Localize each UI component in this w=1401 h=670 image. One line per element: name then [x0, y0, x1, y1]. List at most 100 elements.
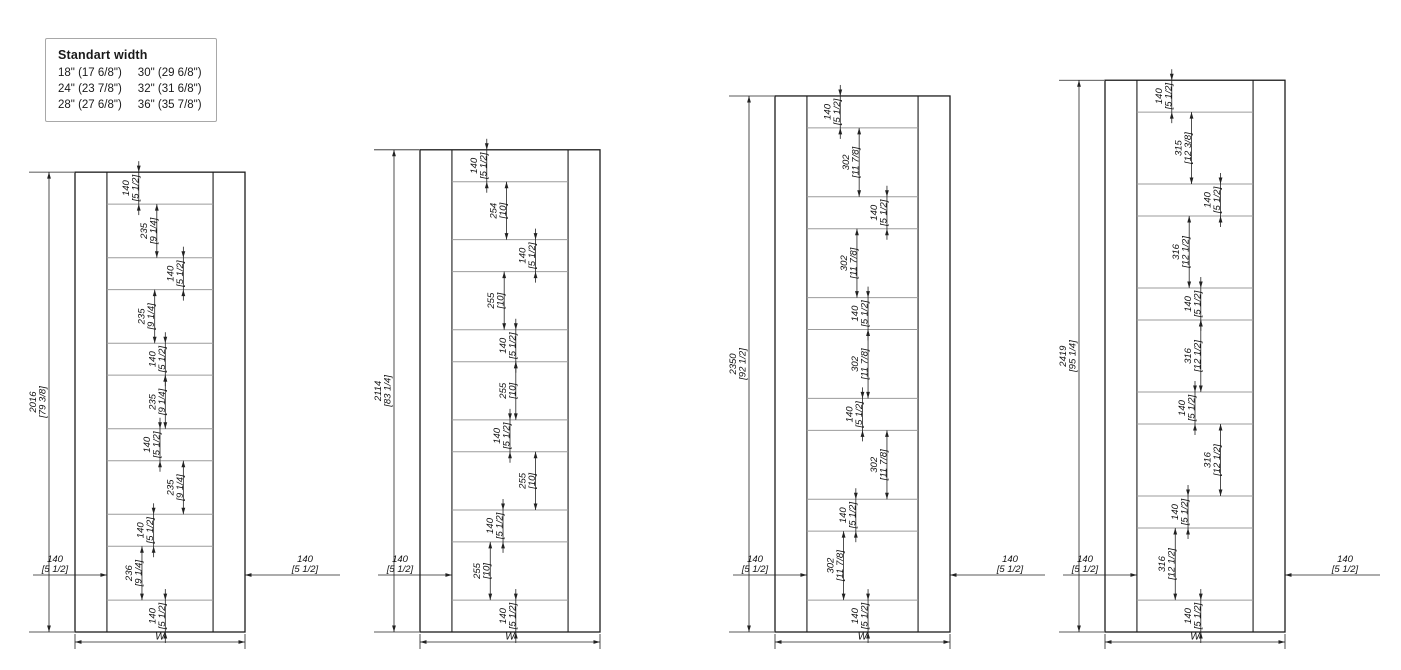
- dim-label: 140[5 1/2]: [741, 554, 769, 575]
- dim-label: 2114[83 1/4]: [373, 375, 394, 408]
- dim-label: 140[5 1/2]: [165, 260, 186, 288]
- dimension-arrowhead: [885, 190, 889, 197]
- dimension-arrowhead: [1173, 527, 1178, 535]
- dimension-arrowhead: [857, 190, 862, 197]
- dimension-arrowhead: [885, 492, 889, 500]
- width-label: W: [1190, 632, 1201, 643]
- dim-label: 254[10]: [489, 202, 510, 219]
- dimension-arrowhead: [838, 127, 843, 135]
- dim-label: 255[10]: [472, 562, 493, 580]
- dimension-arrowhead: [1189, 177, 1194, 185]
- dimension-arrowhead: [1186, 489, 1190, 497]
- dim-label: 302[11 7/8]: [869, 449, 890, 481]
- dimension-arrowhead: [857, 127, 862, 135]
- frame-outline: [419, 149, 601, 633]
- dim-label: 316[12 1/2]: [1183, 340, 1204, 373]
- dimension-arrowhead: [866, 391, 870, 399]
- dimension-arrowhead: [841, 531, 846, 538]
- dimension-arrowhead: [75, 640, 82, 644]
- dimension-arrowhead: [100, 573, 107, 577]
- dimension-arrowhead: [488, 593, 493, 601]
- dim-label: 302[11 7/8]: [850, 348, 871, 380]
- dim-label: 255[10]: [486, 292, 507, 310]
- dimension-arrowhead: [1218, 423, 1223, 431]
- dimension-arrowhead: [154, 204, 159, 211]
- dim-label: 2016[79 3/8]: [28, 386, 49, 419]
- dimension-arrowhead: [866, 593, 870, 601]
- dim-label: 140[5 1/2]: [485, 512, 506, 540]
- dimension-arrowhead: [1187, 281, 1192, 289]
- dimension-arrowhead: [152, 336, 157, 344]
- dim-label: 140[5 1/2]: [1071, 554, 1099, 575]
- dim-label: 140[5 1/2]: [845, 401, 866, 429]
- legend-size: 24" (23 7/8"): [58, 83, 122, 95]
- frame-drawing-frame-2350: 140[5 1/2]302[11 7/8]140[5 1/2]302[11 7/…: [728, 84, 1045, 649]
- dim-label: 255[10]: [518, 472, 539, 490]
- dimension-arrowhead: [1193, 423, 1197, 431]
- dimension-arrowhead: [1278, 640, 1285, 644]
- dimension-arrowhead: [1198, 319, 1203, 327]
- dimension-arrowhead: [747, 95, 751, 103]
- dim-label: 316[12 1/2]: [1203, 444, 1224, 477]
- dimension-arrowhead: [484, 143, 489, 150]
- dim-label: 140[5 1/2]: [1177, 394, 1198, 422]
- frame-drawing-frame-2419: 140[5 1/2]315[12 3/8]140[5 1/2]316[12 1/…: [1058, 69, 1380, 649]
- dimension-arrowhead: [1218, 489, 1223, 497]
- dim-label: 302[11 7/8]: [839, 247, 860, 279]
- dimension-arrowhead: [533, 233, 538, 240]
- dim-label: 2350[92 1/2]: [728, 348, 749, 381]
- dimension-arrowhead: [1169, 73, 1174, 81]
- dimension-arrowhead: [163, 422, 168, 429]
- dimension-arrowhead: [508, 451, 512, 459]
- dimension-arrowhead: [1169, 112, 1174, 119]
- width-label: W: [858, 632, 869, 643]
- dimension-arrowhead: [1187, 215, 1192, 223]
- dim-label: 2419[95 1/4]: [1058, 340, 1079, 373]
- legend-size: 32" (31 6/8"): [137, 83, 202, 95]
- dimension-arrowhead: [488, 541, 493, 549]
- dimension-arrowhead: [860, 391, 865, 399]
- dimension-arrowhead: [1105, 640, 1112, 644]
- dimension-arrowhead: [950, 573, 957, 577]
- dimension-arrowhead: [885, 228, 889, 236]
- dim-label: 140[5 1/2]: [147, 346, 168, 374]
- legend-size: 36" (35 7/8"): [137, 99, 202, 111]
- dim-label: 140[5 1/2]: [291, 554, 319, 575]
- frame-outline: [74, 171, 246, 633]
- dimension-arrowhead: [1189, 112, 1194, 119]
- dim-label: 140[5 1/2]: [386, 554, 414, 575]
- dim-label: 302[11 7/8]: [841, 146, 862, 178]
- dimension-arrowhead: [1198, 593, 1203, 601]
- dimension-arrowhead: [800, 573, 807, 577]
- dimension-arrowhead: [502, 323, 507, 330]
- dim-label: 140[5 1/2]: [850, 602, 871, 630]
- legend-size: 18" (17 6/8"): [58, 67, 122, 79]
- dim-label: 140[5 1/2]: [121, 175, 142, 203]
- dim-label: 302[11 7/8]: [826, 550, 847, 582]
- dimension-arrowhead: [1186, 527, 1190, 535]
- dimension-arrowhead: [154, 251, 159, 258]
- dim-label: 140[5 1/2]: [498, 602, 519, 630]
- dim-label: 140[5 1/2]: [1170, 498, 1191, 526]
- dimension-arrowhead: [501, 503, 505, 510]
- dimension-arrowhead: [866, 632, 870, 639]
- dimension-arrowhead: [533, 503, 538, 510]
- legend-size-list: 18" (17 6/8") 30" (29 6/8") 24" (23 7/8"…: [58, 67, 202, 111]
- dimension-arrowhead: [158, 460, 162, 468]
- dim-label: 140[5 1/2]: [518, 242, 539, 270]
- dim-label: 140[5 1/2]: [838, 502, 859, 530]
- dimension-arrowhead: [1193, 385, 1197, 393]
- dim-label: 235[9 1/4]: [165, 474, 186, 502]
- dim-label: 316[12 1/2]: [1157, 548, 1178, 581]
- dim-label: 140[5 1/2]: [136, 517, 157, 545]
- dimension-arrowhead: [392, 625, 396, 632]
- dim-label: 140[5 1/2]: [1203, 186, 1224, 214]
- dimension-arrowhead: [513, 632, 518, 639]
- dim-label: 235[9 1/4]: [139, 217, 160, 245]
- dim-label: 140[5 1/2]: [1183, 602, 1204, 630]
- dimension-arrowhead: [140, 593, 144, 601]
- dim-label: 140[5 1/2]: [498, 332, 519, 360]
- dimension-arrowhead: [1130, 573, 1137, 577]
- dim-label: 140[5 1/2]: [147, 602, 168, 630]
